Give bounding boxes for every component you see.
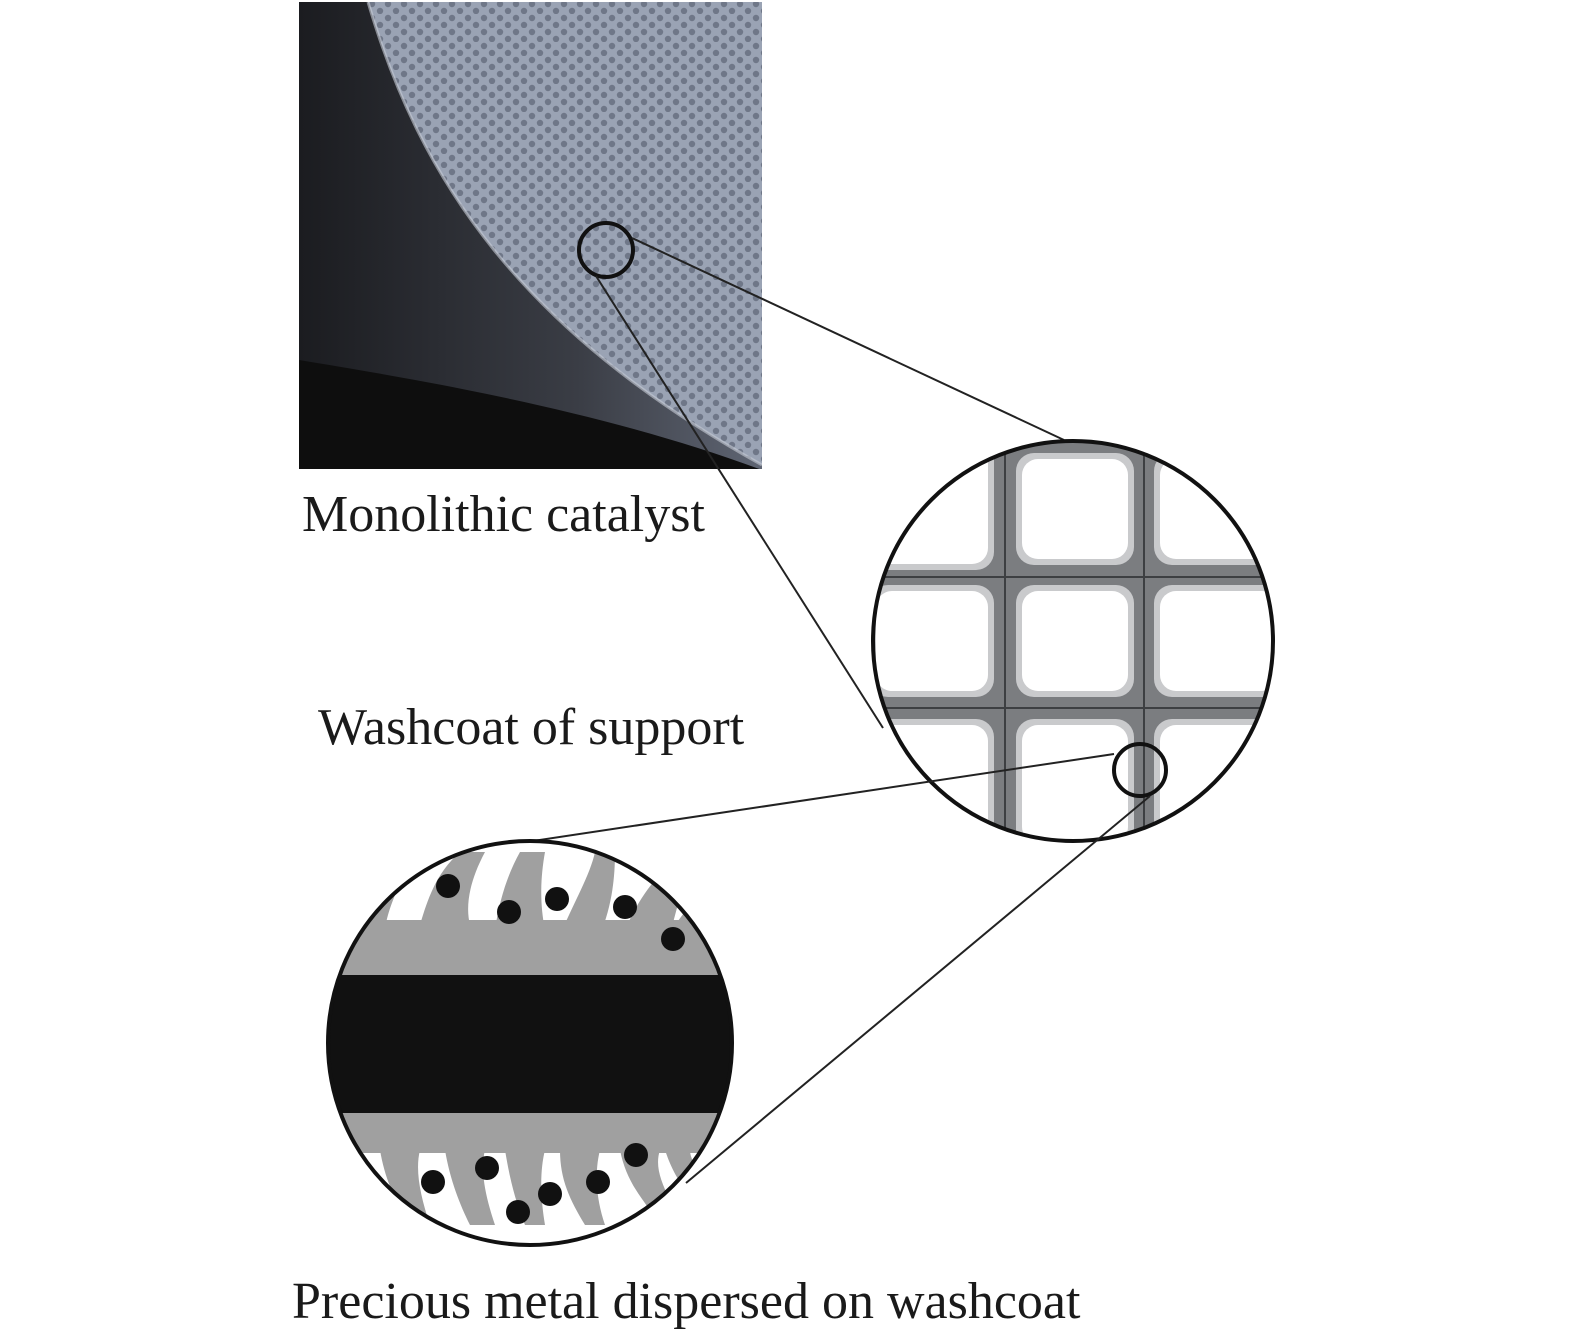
- channel-grid-zoom: [871, 439, 1275, 843]
- zoom-line-photo-top: [631, 237, 1065, 441]
- zoom-marker-photo: [577, 221, 635, 279]
- monolith-photo: [299, 2, 762, 469]
- washcoat-zoom: [326, 839, 734, 1247]
- zoom-line-grid-top: [505, 753, 1115, 846]
- washcoat-label: Washcoat of support: [318, 699, 745, 756]
- zoom-marker-grid: [1112, 742, 1168, 798]
- zoom-line-grid-bottom: [685, 795, 1151, 1184]
- monolithic-catalyst-label: Monolithic catalyst: [302, 486, 705, 543]
- zoom-line-photo-bottom: [595, 275, 884, 729]
- precious-metal-label: Precious metal dispersed on washcoat: [292, 1273, 1081, 1330]
